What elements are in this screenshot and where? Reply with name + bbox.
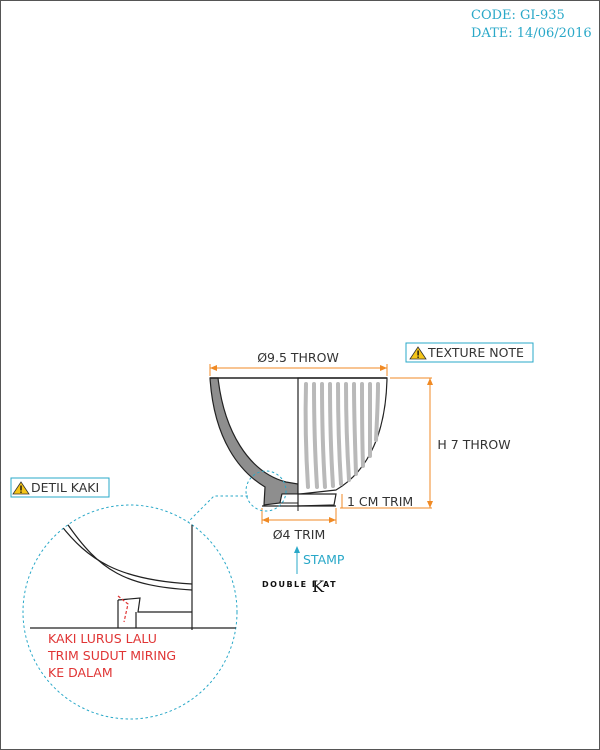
foot-instruction-line-3: KE DALAM [48, 665, 113, 680]
trim-angle-marker [117, 595, 129, 623]
foot-diameter-label: Ø4 TRIM [273, 527, 326, 542]
detail-magnifier-circle [22, 504, 238, 720]
stamp-arrow-head [294, 546, 300, 553]
warning-icon [12, 481, 30, 495]
texture-note-callout: TEXTURE NOTE [405, 342, 534, 363]
foot-ring-right [297, 493, 337, 507]
dimension-arrows [210, 365, 433, 523]
foot-detail-callout: DETIL KAKI [10, 477, 110, 498]
stamp-logo-right: AT [323, 580, 337, 589]
texture-note-label: TEXTURE NOTE [427, 345, 524, 360]
rim-diameter-label: Ø9.5 THROW [257, 350, 339, 365]
foot-trim-label: 1 CM TRIM [347, 494, 413, 509]
warning-icon [409, 346, 427, 360]
stamp-label: STAMP [303, 552, 345, 567]
drawing-date: DATE: 14/06/2016 [471, 26, 592, 41]
bowl-section [209, 377, 388, 511]
foot-instruction-line-2: TRIM SUDUT MIRING [47, 648, 176, 663]
stamp-logo-k: K [312, 577, 325, 596]
texture-flutes [303, 382, 380, 489]
brand-stamp-logo: DOUBLE I K AT [262, 577, 337, 596]
stamp-logo-left: DOUBLE I [262, 580, 316, 589]
detail-leader-line [187, 495, 248, 523]
height-label: H 7 THROW [437, 437, 510, 452]
foot-detail-drawing [30, 521, 237, 630]
foot-highlight-circle [245, 470, 287, 512]
foot-detail-label: DETIL KAKI [31, 480, 99, 495]
dimension-lines [209, 364, 432, 524]
product-code: CODE: GI-935 [471, 8, 565, 23]
bowl-wall-left [209, 377, 299, 506]
foot-instruction-line-1: KAKI LURUS LALU [48, 631, 157, 646]
